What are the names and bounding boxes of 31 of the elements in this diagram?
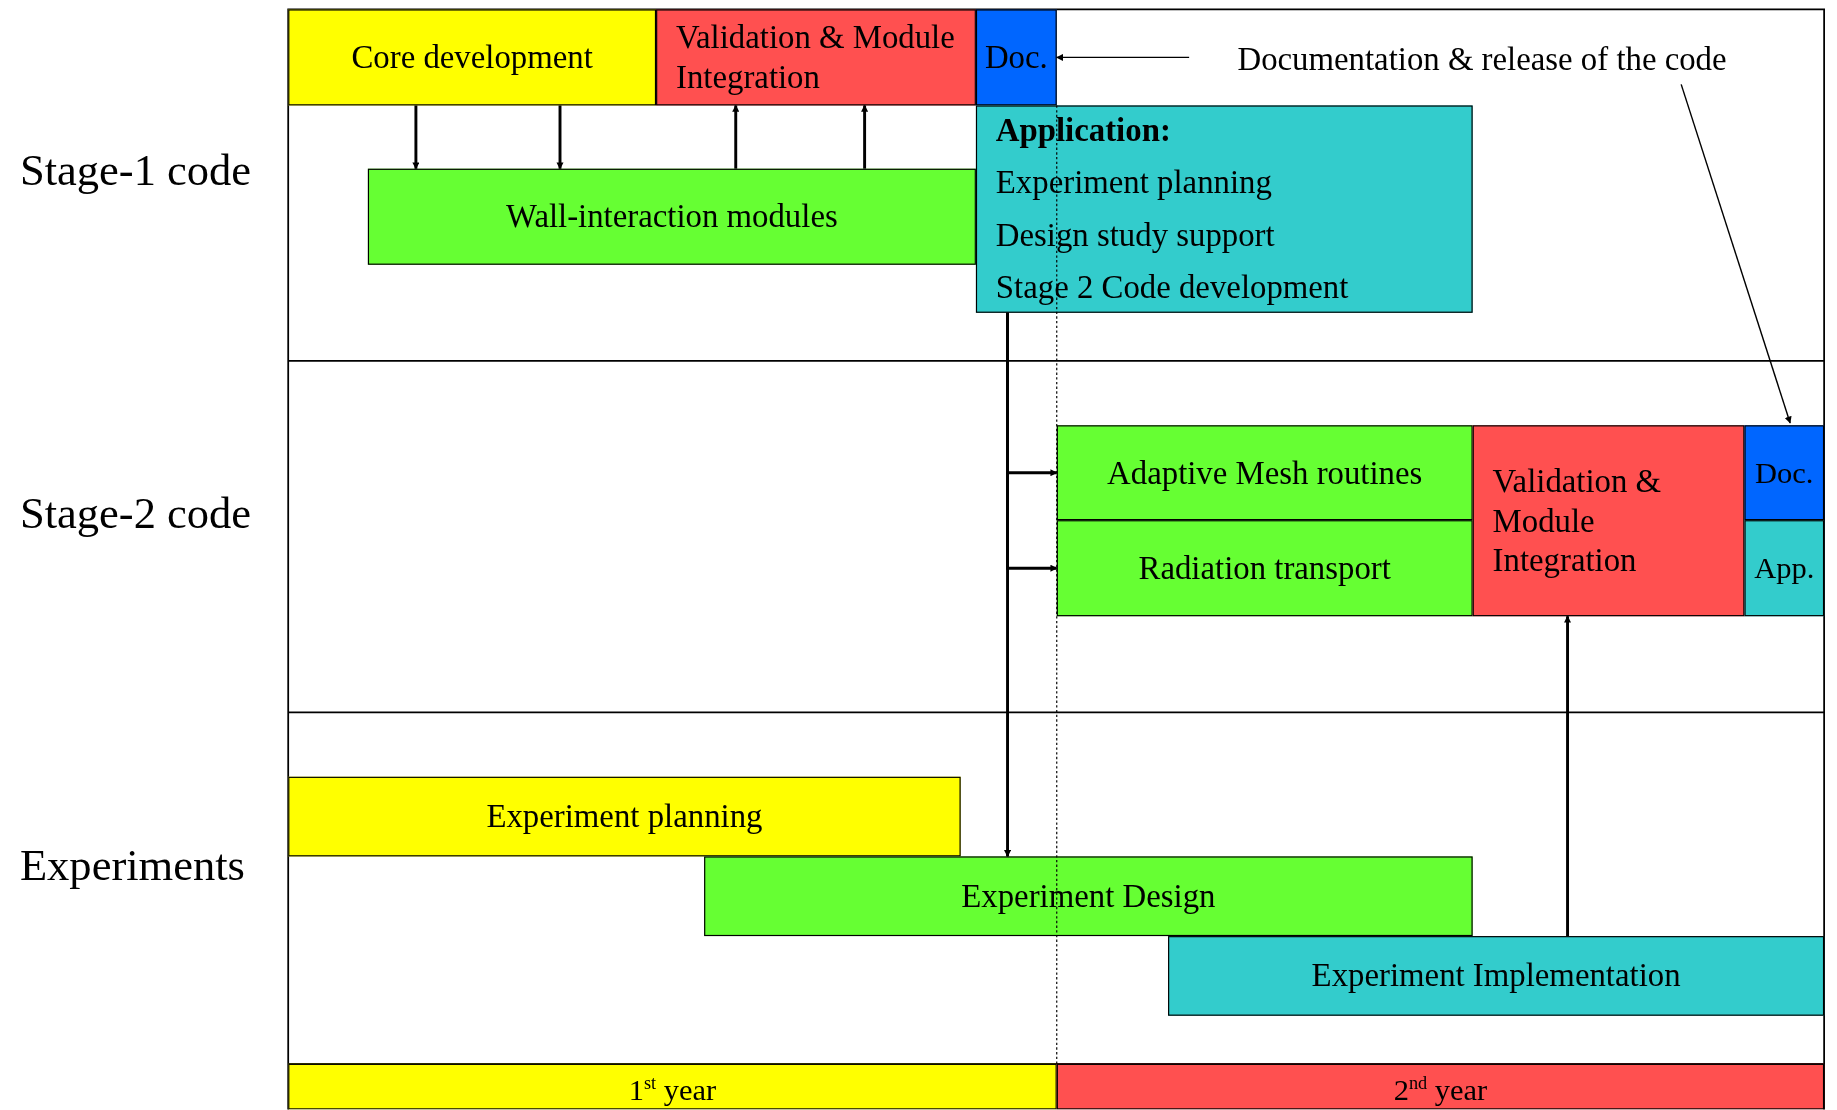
bar-text: Design study support — [995, 215, 1275, 255]
year-bar: 2$^{nd}$ year — [1056, 1063, 1825, 1110]
year-bar: 1$^{st}$ year — [288, 1063, 1057, 1110]
arrow — [1680, 83, 1792, 424]
row-label: Stage-2 code — [19, 487, 252, 539]
task-bar: Doc. — [1744, 425, 1825, 521]
task-bar: Doc. — [975, 9, 1057, 106]
task-bar: Adaptive Mesh routines — [1056, 425, 1473, 521]
task-bar: Wall-interaction modules — [367, 168, 976, 265]
task-bar — [975, 105, 1473, 313]
arrow — [556, 105, 564, 170]
arrow — [1056, 53, 1190, 61]
task-bar: Validation & Module Integration — [656, 9, 976, 106]
task-bar: App. — [1744, 520, 1825, 617]
arrow — [1564, 615, 1572, 937]
bar-text: Experiment planning — [995, 162, 1272, 202]
task-bar: Experiment Design — [704, 856, 1473, 937]
task-bar: Experiment Implementation — [1168, 936, 1825, 1016]
task-bar: Validation & Module Integration — [1472, 425, 1745, 617]
bar-text: Stage 2 Code development — [995, 267, 1349, 307]
arrow — [861, 104, 869, 169]
row-label: Stage-1 code — [19, 144, 252, 196]
annotation-text: Documentation & release of the code — [1189, 35, 1775, 85]
task-bar: Experiment planning — [288, 776, 961, 857]
arrow — [1004, 312, 1012, 858]
arrow — [412, 105, 420, 170]
task-bar: Radiation transport — [1056, 520, 1473, 617]
task-bar: Core development — [288, 9, 657, 106]
bar-heading: Application: — [995, 110, 1171, 150]
arrow — [732, 104, 740, 169]
row-label: Experiments — [19, 839, 245, 891]
